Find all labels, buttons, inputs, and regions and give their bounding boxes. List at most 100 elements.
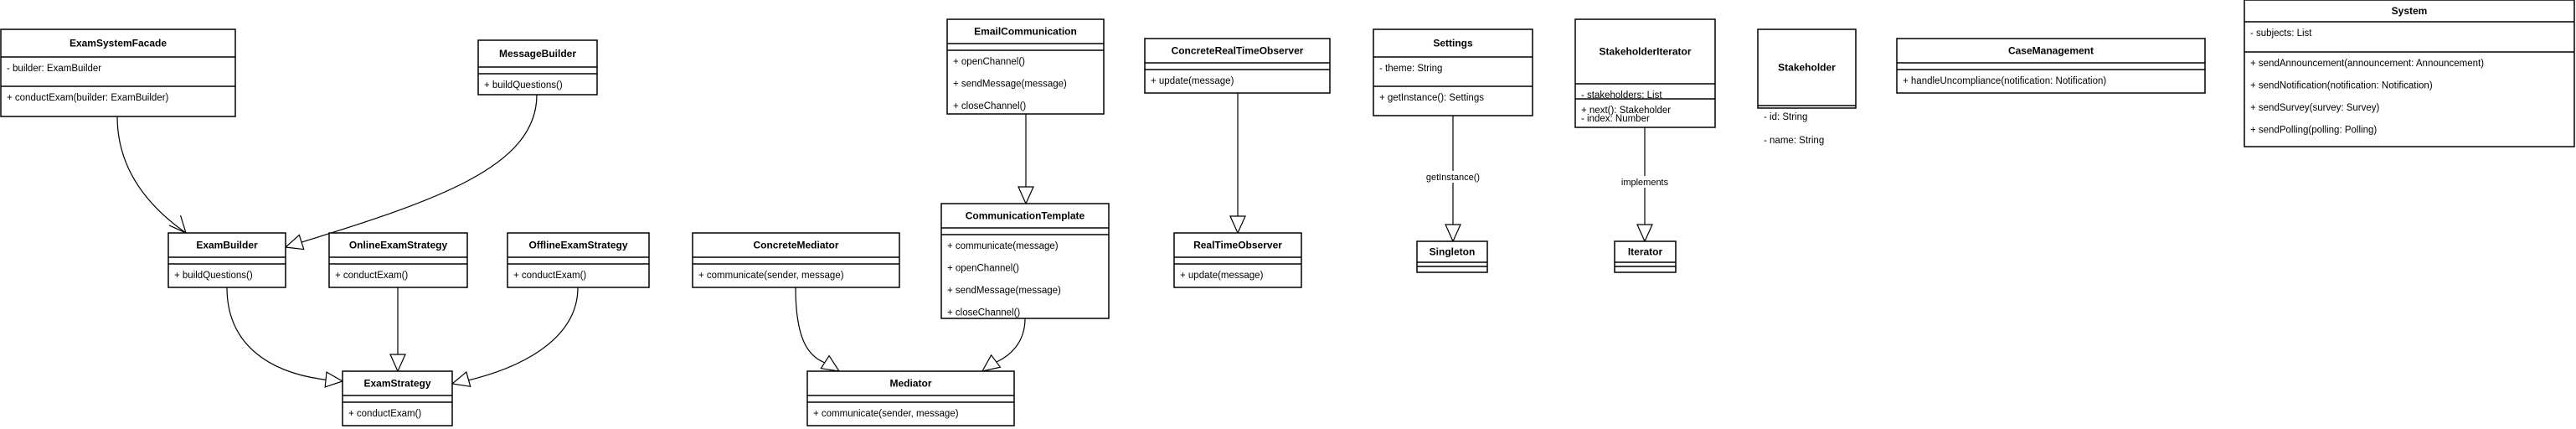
class-email-communication: EmailCommunication + openChannel() + sendM…: [946, 18, 1105, 115]
class-name: ConcreteRealTimeObserver: [1172, 45, 1304, 57]
inheritance-arrowhead: [284, 234, 305, 251]
class-method: + buildQuestions(): [174, 271, 253, 281]
class-concrete-mediator: ConcreteMediator + communicate(sender, me…: [692, 232, 900, 288]
class-method: + communicate(message): [947, 241, 1059, 251]
class-online-exam-strategy: OnlineExamStrategy + conductExam(): [328, 232, 468, 288]
class-attribute: - stakeholders: List: [1581, 90, 1662, 101]
edge-offline-exam-strategy-to-exam-strategy: [451, 287, 579, 388]
class-method: + update(message): [1151, 76, 1234, 86]
class-box: [167, 232, 286, 288]
class-name: Settings: [1433, 38, 1473, 49]
class-method: + sendMessage(message): [953, 80, 1067, 90]
class-method: + conductExam(): [513, 271, 586, 281]
inheritance-arrowhead: [820, 354, 841, 372]
class-method: + communicate(sender, message): [813, 409, 959, 419]
class-name: ExamStrategy: [363, 378, 430, 390]
class-name: ExamSystemFacade: [70, 38, 167, 49]
class-method: + sendMessage(message): [947, 286, 1061, 296]
inheritance-arrowhead: [1018, 186, 1034, 205]
class-method: + sendNotification(notification: Notific…: [2250, 81, 2433, 91]
inheritance-arrowhead: [1229, 215, 1246, 235]
class-case-management: CaseManagement + handleUncompliance(notif…: [1896, 38, 2206, 94]
class-exam-builder: ExamBuilder+ buildQuestions(): [167, 232, 286, 288]
class-box: [2244, 0, 2575, 147]
class-box: [1173, 232, 1302, 288]
edge-email-communication-to-communication-template: [1018, 114, 1034, 205]
class-method: + sendSurvey(survey: Survey): [2250, 103, 2380, 113]
class-method: + next(): Stakeholder: [1581, 106, 1671, 116]
class-method: + conductExam(): [335, 271, 408, 281]
class-exam-strategy: ExamStrategy + conductExam(): [342, 370, 453, 426]
class-box: [1574, 18, 1716, 128]
class-concrete-realtime-observer: ConcreteRealTimeObserver + update(message…: [1144, 38, 1331, 94]
edge-exam-builder-to-exam-strategy: [226, 287, 344, 388]
class-method: + update(message): [1180, 271, 1264, 281]
class-box: [342, 370, 453, 426]
edge-line: [226, 287, 343, 382]
class-box: [1614, 240, 1677, 273]
edge-exam-system-facade-to-exam-builder: [116, 116, 187, 235]
class-method: + openChannel(): [953, 57, 1025, 67]
class-method: + openChannel(): [947, 264, 1019, 274]
edge-line: [451, 287, 579, 385]
class-method: + closeChannel(): [947, 308, 1020, 318]
class-method: + getInstance(): Settings: [1379, 93, 1484, 103]
edge-line: [116, 116, 187, 234]
class-method: + sendPolling(polling: Polling): [2250, 126, 2377, 136]
edge-concrete-mediator-to-mediator: [795, 287, 841, 372]
class-communication-template: CommunicationTemplate + communicate(messa…: [940, 203, 1110, 319]
class-method: + conductExam(): [348, 409, 421, 419]
class-attribute: - subjects: List: [2250, 28, 2312, 39]
class-attribute: - theme: String: [1379, 64, 1442, 74]
edge-concrete-realtime-observer-to-realtime-observer: [1229, 93, 1246, 235]
class-name: Stakeholder: [1778, 62, 1836, 74]
class-name: ConcreteMediator: [753, 240, 838, 251]
edge-label-background: [1616, 176, 1673, 188]
edge-communication-template-to-mediator: [981, 318, 1026, 372]
class-box: [940, 203, 1110, 319]
class-name: System: [2392, 5, 2428, 17]
class-method: + communicate(sender, message): [698, 271, 844, 281]
inheritance-arrowhead: [981, 354, 1002, 372]
class-attribute: - index: Number: [1581, 114, 1650, 124]
class-box: [0, 28, 236, 117]
class-box: [946, 18, 1105, 115]
class-name: OnlineExamStrategy: [349, 240, 448, 251]
inheritance-arrowhead: [1445, 224, 1461, 243]
class-name: Mediator: [889, 378, 931, 390]
class-name: CommunicationTemplate: [966, 210, 1085, 222]
class-stakeholder: Stakeholder - id: String - name: String: [1757, 28, 1857, 146]
class-name: StakeholderIterator: [1599, 46, 1691, 58]
class-attribute: - name: String: [1764, 136, 1824, 146]
class-box: [1896, 38, 2206, 94]
edge-settings-to-singleton: getInstance(): [1416, 116, 1490, 243]
open-arrowhead: [168, 214, 187, 235]
class-singleton: Singleton: [1416, 240, 1488, 273]
class-box: [1144, 38, 1331, 94]
edge-line: [287, 94, 538, 247]
class-attribute: - builder: ExamBuilder: [7, 64, 101, 74]
class-method: + sendAnnouncement(announcement: Announc…: [2250, 59, 2484, 69]
class-method: + buildQuestions(): [484, 80, 563, 90]
class-name: OfflineExamStrategy: [528, 240, 627, 251]
edges-layer: getInstance()implements: [116, 93, 1673, 388]
class-iterator: Iterator: [1614, 240, 1677, 273]
class-name: EmailCommunication: [974, 26, 1077, 38]
inheritance-arrowhead: [324, 371, 344, 388]
class-system: System - subjects: List + sendAnnouncement…: [2244, 0, 2575, 147]
class-name: Iterator: [1628, 246, 1663, 258]
inheritance-arrowhead: [451, 370, 471, 388]
inheritance-arrowhead: [389, 354, 406, 373]
class-name: Singleton: [1430, 246, 1476, 258]
class-method: + handleUncompliance(notification: Notif…: [1903, 76, 2106, 86]
class-message-builder: MessageBuilder+ buildQuestions(): [477, 39, 598, 96]
class-settings: Settings - theme: String + getInstance(): …: [1373, 28, 1533, 116]
class-offline-exam-strategy: OfflineExamStrategy + conductExam(): [507, 232, 650, 288]
class-name: RealTimeObserver: [1193, 240, 1282, 251]
class-box: [1373, 28, 1533, 116]
class-name: CaseManagement: [2008, 45, 2094, 57]
inheritance-arrowhead: [1636, 224, 1653, 243]
class-box: [328, 232, 468, 288]
class-box: [806, 370, 1015, 426]
class-attribute: - id: String: [1764, 112, 1807, 122]
